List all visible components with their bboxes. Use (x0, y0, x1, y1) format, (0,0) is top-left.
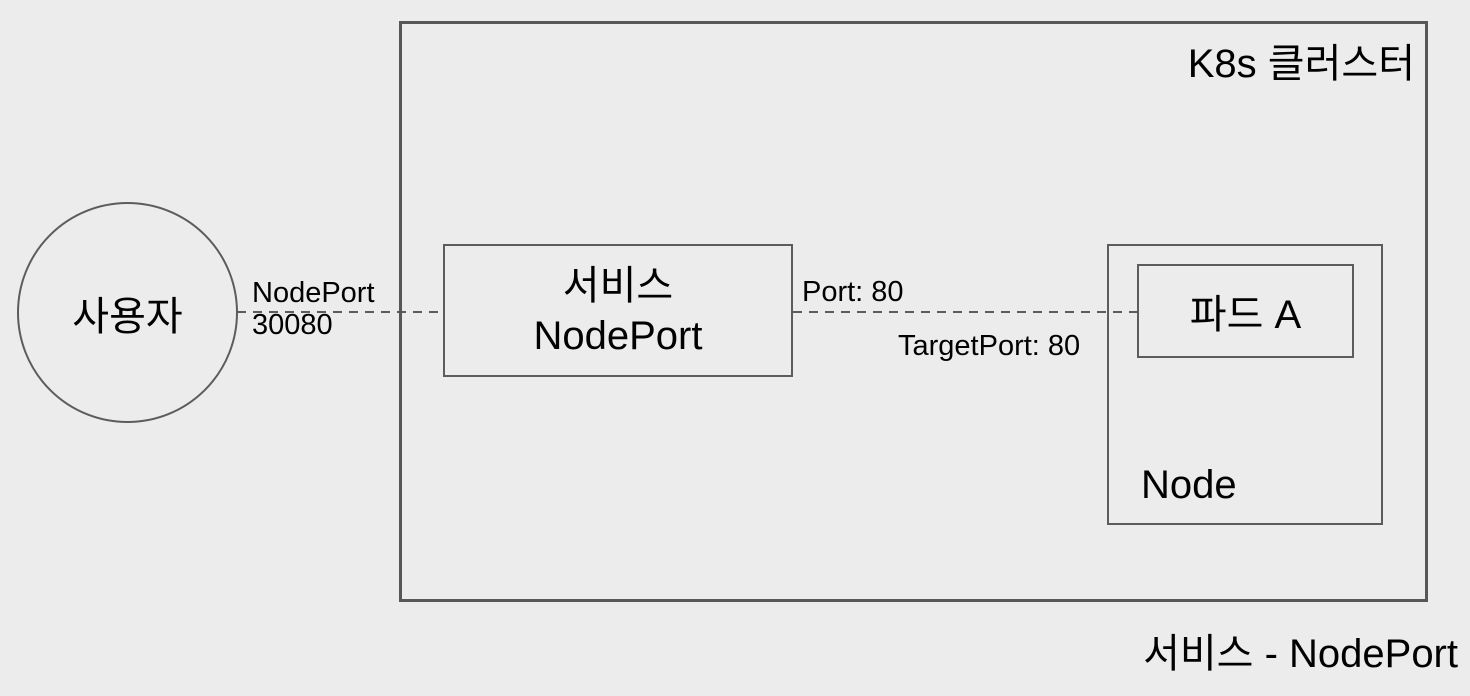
pod-label: 파드 A (1189, 293, 1302, 337)
node-label: Node (1141, 463, 1237, 507)
cluster-box: K8s 클러스터 (399, 21, 1428, 602)
user-label: 사용자 (72, 294, 183, 339)
diagram-caption: 서비스 - NodePort (1143, 632, 1458, 676)
link-label-nodeport-top: NodePort (252, 277, 375, 309)
link-label-nodeport: NodePort 30080 (252, 277, 375, 341)
service-box: 서비스 NodePort (443, 244, 793, 377)
link-label-port: Port: 80 (802, 276, 904, 308)
link-label-targetport: TargetPort: 80 (898, 330, 1081, 362)
cluster-label: K8s 클러스터 (1187, 42, 1415, 86)
node-box: Node (1107, 244, 1383, 525)
link-label-nodeport-bottom: 30080 (252, 309, 333, 341)
pod-box: 파드 A (1137, 264, 1354, 358)
service-label-line2: NodePort (533, 313, 703, 358)
user-circle: 사용자 (17, 202, 238, 423)
service-label-line1: 서비스 (562, 263, 674, 308)
